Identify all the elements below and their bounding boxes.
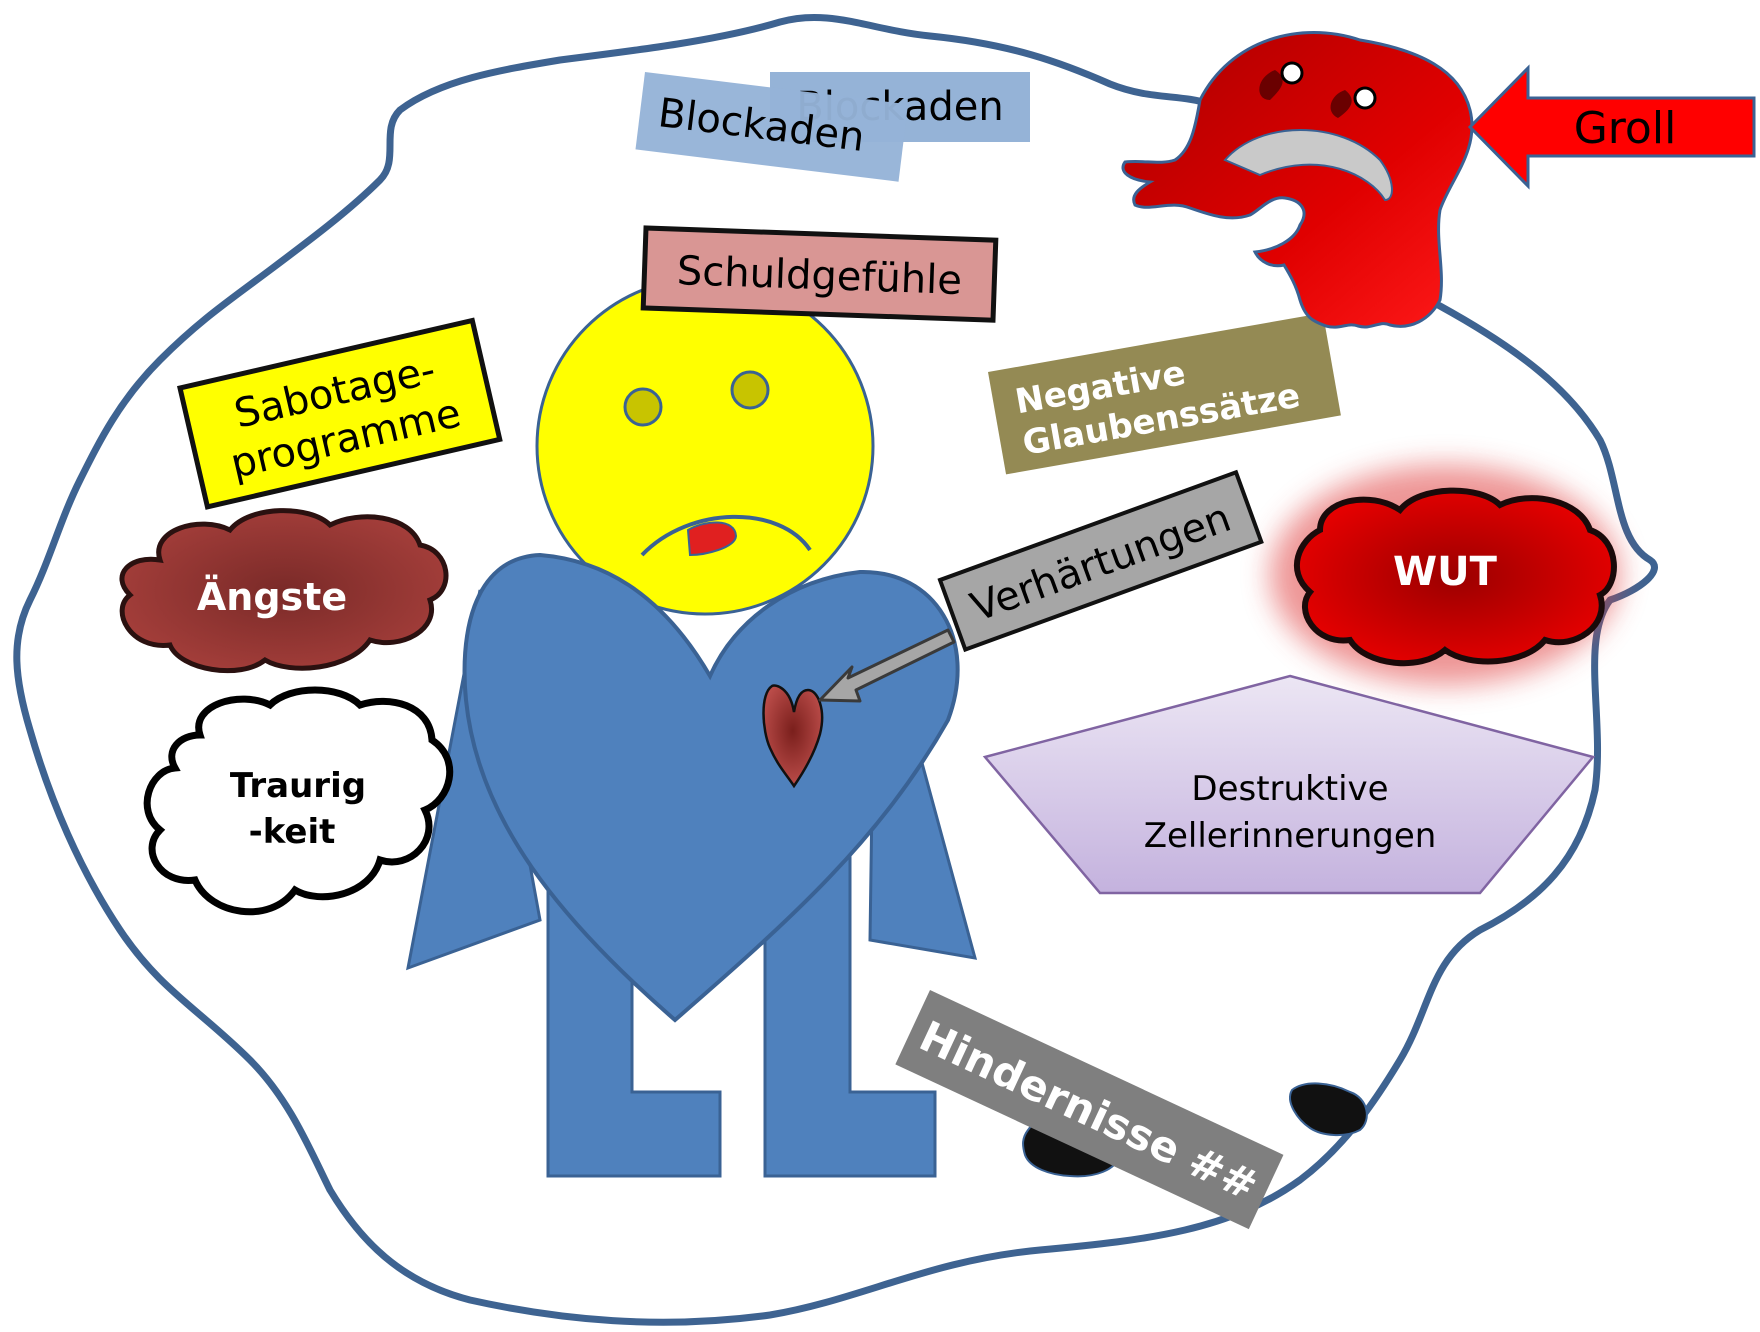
blockaden-front-label: Blockaden — [635, 72, 909, 182]
svg-text:Zellerinnerungen: Zellerinnerungen — [1144, 816, 1437, 856]
destruktive-zellerinnerungen-shape: Destruktive Zellerinnerungen — [982, 674, 1596, 895]
svg-text:Traurig: Traurig — [230, 766, 366, 806]
stone-icon — [1289, 1082, 1368, 1136]
svg-text:Ängste: Ängste — [197, 575, 347, 619]
verhaertungen-label: Verhärtungen — [937, 469, 1264, 653]
wut-cloud: WUT — [1270, 465, 1620, 685]
red-monster-icon — [1121, 31, 1474, 329]
verhaertungen-arrow — [818, 628, 956, 703]
small-heart-icon — [762, 684, 824, 789]
svg-text:Destruktive: Destruktive — [1191, 769, 1388, 809]
svg-text:WUT: WUT — [1393, 549, 1498, 595]
svg-text:-keit: -keit — [249, 812, 336, 852]
heart-body-icon — [462, 552, 960, 1023]
hindernisse-label: Hindernisse ## — [895, 989, 1284, 1230]
groll-arrow: Groll — [1467, 64, 1756, 190]
svg-text:Groll: Groll — [1574, 103, 1677, 154]
sabotage-programme-label: Sabotage- programme — [177, 317, 503, 510]
negative-glaubenssaetze-label: Negative Glaubenssätze — [988, 312, 1341, 475]
traurigkeit-cloud: Traurig -keit — [143, 686, 454, 916]
aengste-cloud: Ängste — [119, 508, 449, 674]
schuldgefuehle-label: Schuldgefühle — [640, 225, 999, 323]
svg-text:Hindernisse ##: Hindernisse ## — [912, 1011, 1265, 1210]
svg-text:Schuldgefühle: Schuldgefühle — [676, 248, 963, 304]
